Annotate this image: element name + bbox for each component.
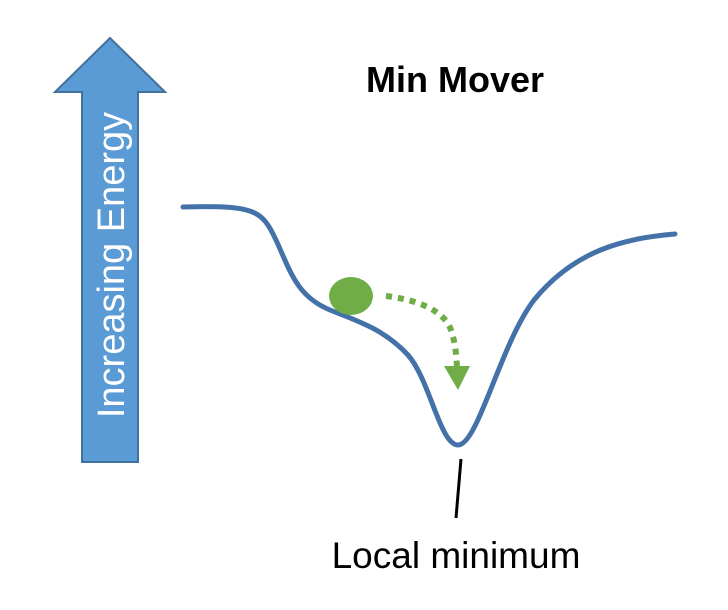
energy-arrow [52,36,168,463]
ball [329,277,373,315]
energy-axis-label: Increasing Energy [91,112,133,418]
diagram-title: Min Mover [366,59,544,100]
energy-curve [180,204,678,448]
minimum-pointer-line [454,458,463,519]
move-arrow-head [444,366,470,390]
minimum-label: Local minimum [332,535,581,576]
move-arrow-path [385,293,460,367]
